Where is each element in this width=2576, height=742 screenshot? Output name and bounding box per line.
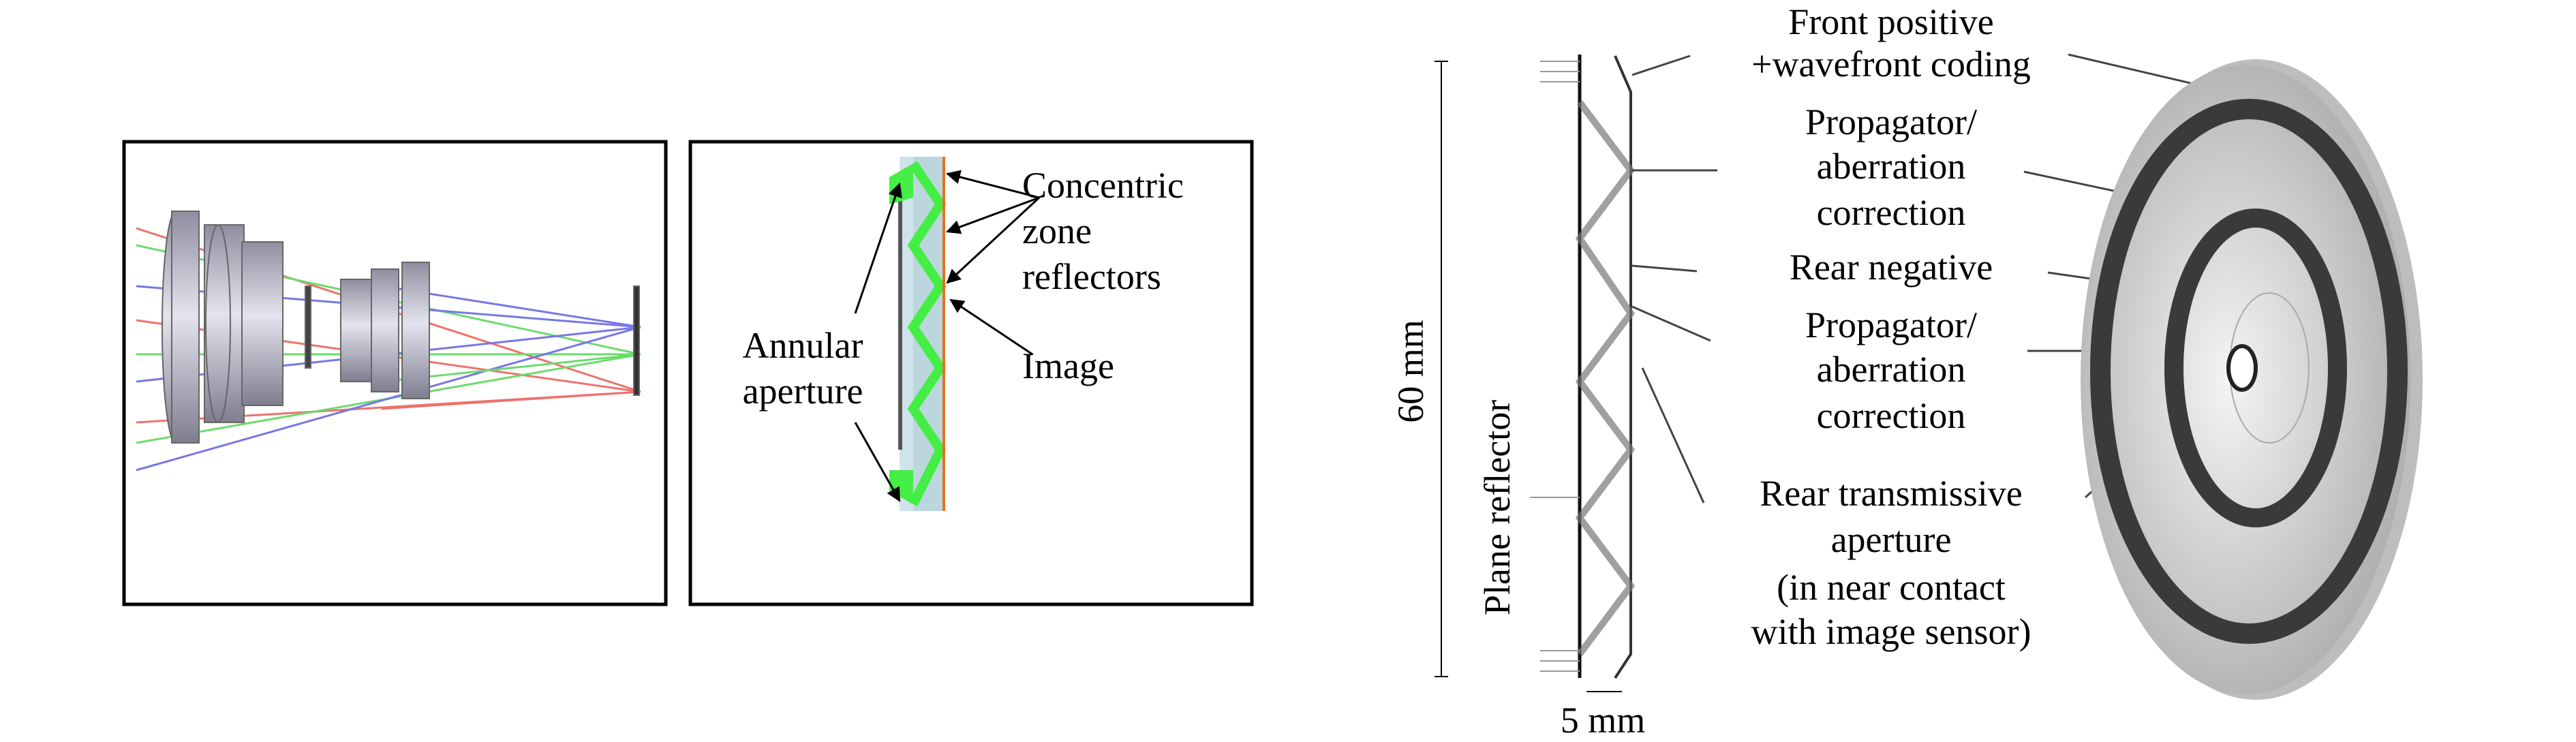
label-near-contact: (in near contact (1777, 567, 2006, 608)
label-concentric: Concentric (1022, 165, 1184, 206)
width-dimension-label: 5 mm (1561, 700, 1646, 741)
folded-optic-element (889, 157, 947, 511)
label-correction-2: correction (1817, 395, 1966, 436)
label-zone: zone (1022, 211, 1092, 251)
plane-reflector-label: Plane reflector (1477, 400, 1518, 615)
label-image: Image (1022, 345, 1114, 386)
label-rear-negative: Rear negative (1790, 247, 1993, 288)
label-correction-1: correction (1817, 192, 1966, 233)
cross-section: 5 mm (1530, 55, 1645, 741)
label-rear-transmissive: Rear transmissive (1760, 473, 2022, 514)
label-propagator-1: Propagator/ (1805, 102, 1977, 142)
height-dimension-label: 60 mm (1390, 320, 1431, 423)
arrows (854, 170, 1041, 502)
label-front-positive: Front positive (1788, 1, 1994, 42)
label-reflectors: reflectors (1022, 256, 1161, 297)
label-aberration-1: aberration (1817, 146, 1966, 187)
panel-conventional-lens (122, 140, 668, 606)
label-propagator-2: Propagator/ (1805, 305, 1977, 345)
label-image-sensor: with image sensor) (1751, 611, 2031, 652)
label-aberration-2: aberration (1817, 349, 1966, 390)
label-wavefront-coding: +wavefront coding (1751, 44, 2031, 84)
panel-multi-zone-lens: 60 mm Plane reflector 5 mm (1390, 1, 2423, 741)
label-annular: Annular (743, 325, 863, 366)
zone-labels: Front positive +wavefront coding Propaga… (1751, 1, 2031, 652)
zone-disc (2081, 59, 2423, 700)
dimension-60mm: 60 mm (1390, 61, 1448, 677)
label-aperture-2: aperture (1831, 519, 1952, 560)
panel-frame (688, 140, 1254, 606)
lens-elements (162, 211, 640, 444)
label-aperture: aperture (743, 371, 863, 412)
panel-annular-optic: Concentric zone reflectors Image Annular… (688, 140, 1254, 606)
